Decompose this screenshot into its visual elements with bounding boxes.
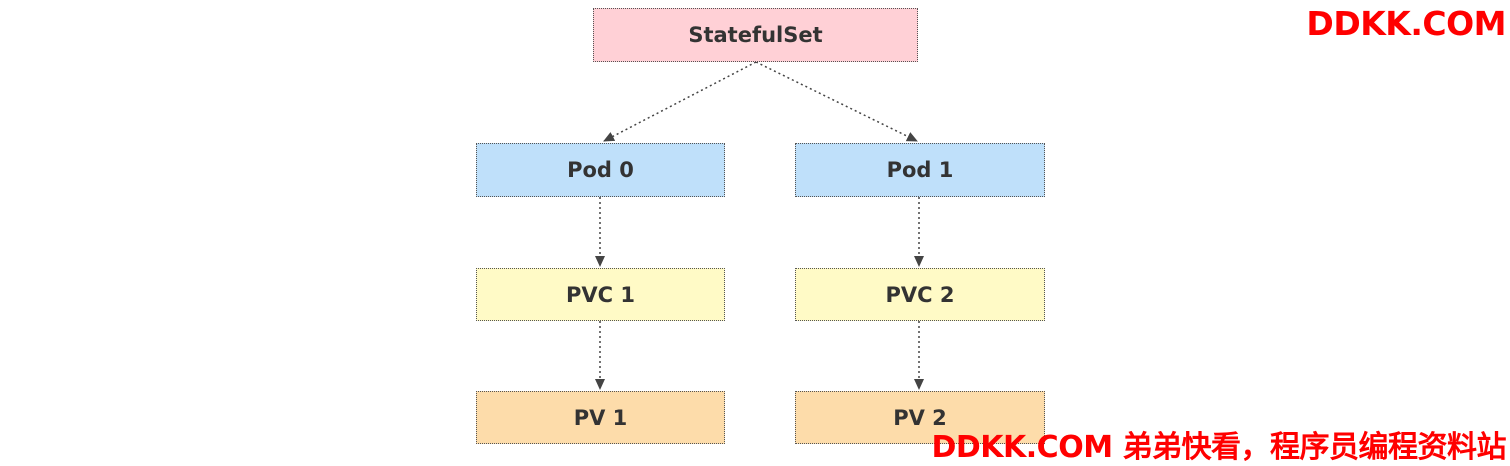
watermark-top: DDKK.COM — [1306, 4, 1506, 43]
node-pod-1-label: Pod 1 — [886, 158, 954, 182]
node-pod-0-label: Pod 0 — [567, 158, 634, 182]
edge-statefulset-pod0 — [603, 61, 757, 142]
edge-statefulset-pod1 — [755, 61, 918, 142]
node-pv-2: PV 2 — [795, 391, 1045, 444]
watermark-bottom: DDKK.COM 弟弟快看，程序员编程资料站 — [931, 430, 1506, 465]
node-statefulset: StatefulSet — [593, 8, 918, 62]
node-pvc-2: PVC 2 — [795, 268, 1045, 321]
node-pvc-1: PVC 1 — [476, 268, 725, 321]
node-pv-1-label: PV 1 — [573, 405, 628, 430]
node-pvc-2-label: PVC 2 — [885, 282, 955, 307]
node-pvc-1-label: PVC 1 — [566, 282, 635, 307]
node-pod-0: Pod 0 — [476, 143, 725, 197]
node-statefulset-label: StatefulSet — [688, 23, 823, 47]
node-pv-1: PV 1 — [476, 391, 725, 444]
node-pv-2-label: PV 2 — [893, 405, 947, 430]
node-pod-1: Pod 1 — [795, 143, 1045, 197]
